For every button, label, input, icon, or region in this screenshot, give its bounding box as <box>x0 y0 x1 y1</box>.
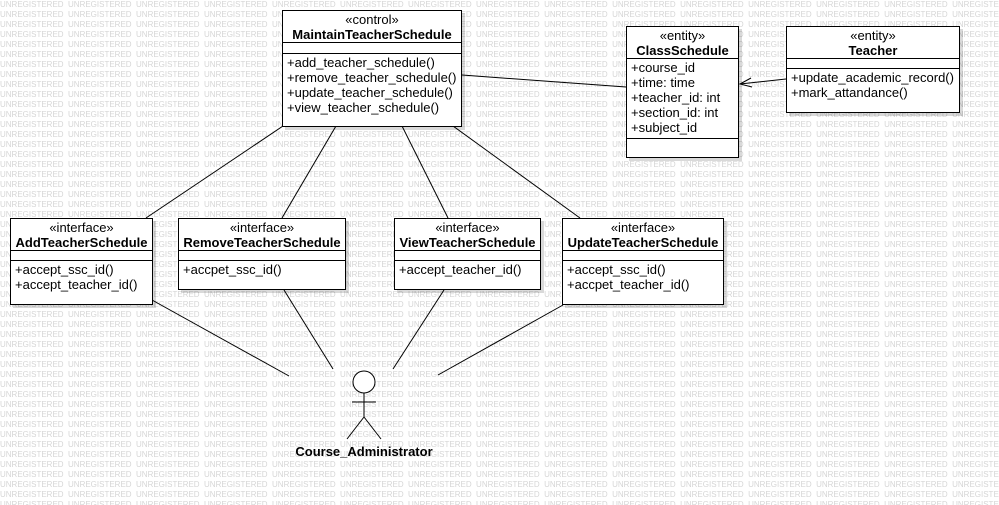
operation: +mark_attandance() <box>791 85 908 100</box>
assoc-control-to-remove <box>281 125 337 219</box>
assoc-actor-to-view <box>392 289 445 370</box>
attribute-compartment <box>11 250 152 260</box>
operation-compartment: +accept_ssc_id() +accept_teacher_id() <box>11 260 152 292</box>
operation-compartment: +update_academic_record() +mark_attandan… <box>787 68 959 100</box>
attribute-compartment <box>787 58 959 68</box>
stereotype-label: «interface» <box>49 220 114 235</box>
class-name: AddTeacherSchedule <box>15 235 148 250</box>
operation-compartment <box>627 138 738 139</box>
arrowhead-classschedule <box>738 77 753 88</box>
class-name: Teacher <box>848 43 898 58</box>
attribute: +course_id <box>631 60 695 75</box>
class-name: MaintainTeacherSchedule <box>292 27 452 42</box>
attribute: +teacher_id: int <box>631 90 721 105</box>
class-class-schedule[interactable]: «entity» ClassSchedule +course_id +time:… <box>626 26 739 158</box>
operation: +accpet_ssc_id() <box>183 262 282 277</box>
actor-right-leg <box>363 416 382 440</box>
attribute: +time: time <box>631 75 695 90</box>
class-add-teacher-schedule[interactable]: «interface» AddTeacherSchedule +accept_s… <box>10 218 153 305</box>
actor-stick-figure-icon[interactable] <box>344 369 384 441</box>
operation-compartment: +accept_teacher_id() <box>395 260 540 277</box>
attribute-compartment <box>395 250 540 260</box>
attribute-compartment <box>179 250 345 260</box>
class-name: ViewTeacherSchedule <box>399 235 536 250</box>
stereotype-label: «interface» <box>435 220 500 235</box>
attribute: +subject_id <box>631 120 698 135</box>
operation: +accpet_teacher_id() <box>567 277 690 292</box>
class-teacher[interactable]: «entity» Teacher +update_academic_record… <box>786 26 960 113</box>
attribute: +section_id: int <box>631 105 719 120</box>
assoc-actor-to-add <box>151 299 290 377</box>
class-maintain-teacher-schedule[interactable]: «control» MaintainTeacherSchedule +add_t… <box>282 10 462 127</box>
stereotype-label: «control» <box>345 12 399 27</box>
operation-compartment: +accept_ssc_id() +accpet_teacher_id() <box>563 260 723 292</box>
stereotype-label: «entity» <box>659 28 706 43</box>
actor-name: Course_Administrator <box>295 444 433 459</box>
operation: +add_teacher_schedule() <box>287 55 435 70</box>
actor-left-leg <box>346 416 365 440</box>
class-update-teacher-schedule[interactable]: «interface» UpdateTeacherSchedule +accep… <box>562 218 724 305</box>
assoc-control-to-add <box>145 125 284 219</box>
assoc-control-to-update <box>452 125 581 219</box>
assoc-control-to-classschedule <box>461 74 627 88</box>
class-remove-teacher-schedule[interactable]: «interface» RemoveTeacherSchedule +accpe… <box>178 218 346 290</box>
actor-head <box>352 370 376 394</box>
assoc-teacher-to-classschedule <box>739 78 787 85</box>
operation: +accept_teacher_id() <box>399 262 522 277</box>
stereotype-label: «interface» <box>610 220 676 235</box>
class-name: ClassSchedule <box>636 43 729 58</box>
operation: +update_academic_record() <box>791 70 954 85</box>
assoc-actor-to-remove <box>283 289 334 370</box>
operation-compartment: +accpet_ssc_id() <box>179 260 345 277</box>
attribute-compartment <box>283 42 461 53</box>
stereotype-label: «entity» <box>850 28 896 43</box>
stereotype-label: «interface» <box>229 220 295 235</box>
operation-compartment: +add_teacher_schedule() +remove_teacher_… <box>283 53 461 115</box>
class-view-teacher-schedule[interactable]: «interface» ViewTeacherSchedule +accept_… <box>394 218 541 290</box>
attribute-compartment <box>563 250 723 260</box>
assoc-actor-to-update <box>437 304 564 376</box>
class-name: RemoveTeacherSchedule <box>183 235 341 250</box>
operation: +update_teacher_schedule() <box>287 85 453 100</box>
attribute-compartment: +course_id +time: time +teacher_id: int … <box>627 58 738 138</box>
operation: +view_teacher_schedule() <box>287 100 440 115</box>
assoc-control-to-view <box>401 125 449 219</box>
operation: +accept_teacher_id() <box>15 277 138 292</box>
class-name: UpdateTeacherSchedule <box>567 235 719 250</box>
operation: +accept_ssc_id() <box>15 262 114 277</box>
operation: +remove_teacher_schedule() <box>287 70 457 85</box>
operation: +accept_ssc_id() <box>567 262 666 277</box>
